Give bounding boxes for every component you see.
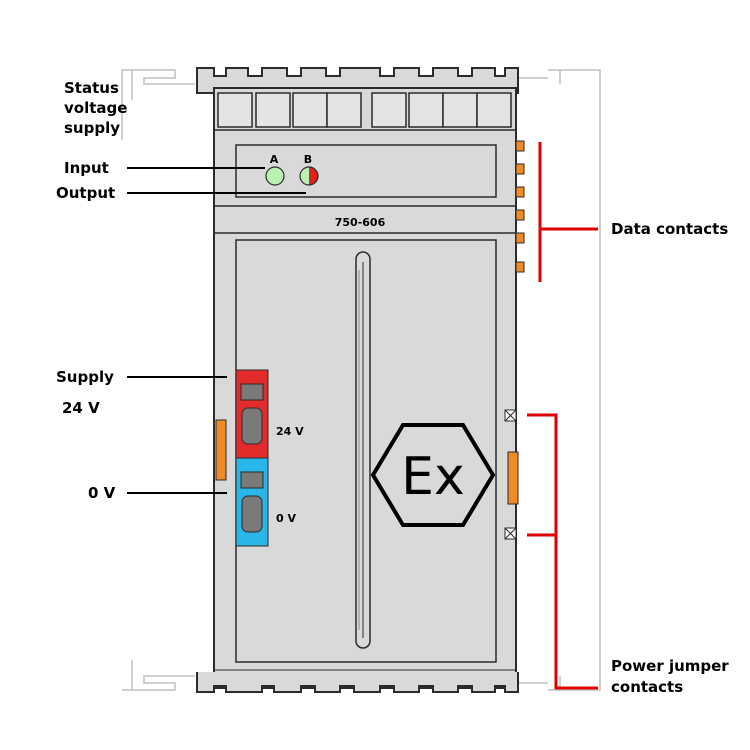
ex-mark-text: Ex [401, 447, 465, 507]
label-output: Output [56, 184, 115, 202]
marker-strip [217, 92, 512, 128]
callout-brackets [527, 142, 598, 690]
terminal-0v-label: 0 V [276, 512, 296, 525]
module-housing: A B 750-606 Ex 24 V 0 V [196, 67, 525, 693]
label-0v: 0 V [88, 484, 116, 502]
label-status-line2: voltage [64, 99, 127, 117]
release-slot [355, 251, 371, 649]
data-contact-pins [515, 140, 525, 273]
label-power-jumper-line1: Power jumper [611, 657, 729, 675]
left-jumper-contact [215, 419, 227, 481]
housing-bottom-teeth [196, 672, 519, 693]
terminal-24v-label: 24 V [276, 425, 304, 438]
model-number: 750-606 [335, 216, 386, 229]
led-b-label: B [304, 153, 312, 166]
callout-lines [127, 167, 306, 494]
label-data-contacts: Data contacts [611, 220, 728, 238]
label-power-jumper-line2: contacts [611, 678, 683, 696]
led-a-label: A [270, 153, 279, 166]
label-input: Input [64, 159, 109, 177]
led-a [265, 166, 285, 186]
label-supply-24v: 24 V [62, 399, 100, 417]
ex-mark: Ex [370, 423, 496, 527]
housing-top-teeth [196, 67, 519, 94]
ghost-rail-outline [121, 69, 601, 691]
label-status-line3: supply [64, 119, 120, 137]
label-status-line1: Status [64, 79, 119, 97]
led-b [299, 166, 319, 186]
label-supply: Supply [56, 368, 114, 386]
power-jumper-contacts [504, 409, 519, 540]
